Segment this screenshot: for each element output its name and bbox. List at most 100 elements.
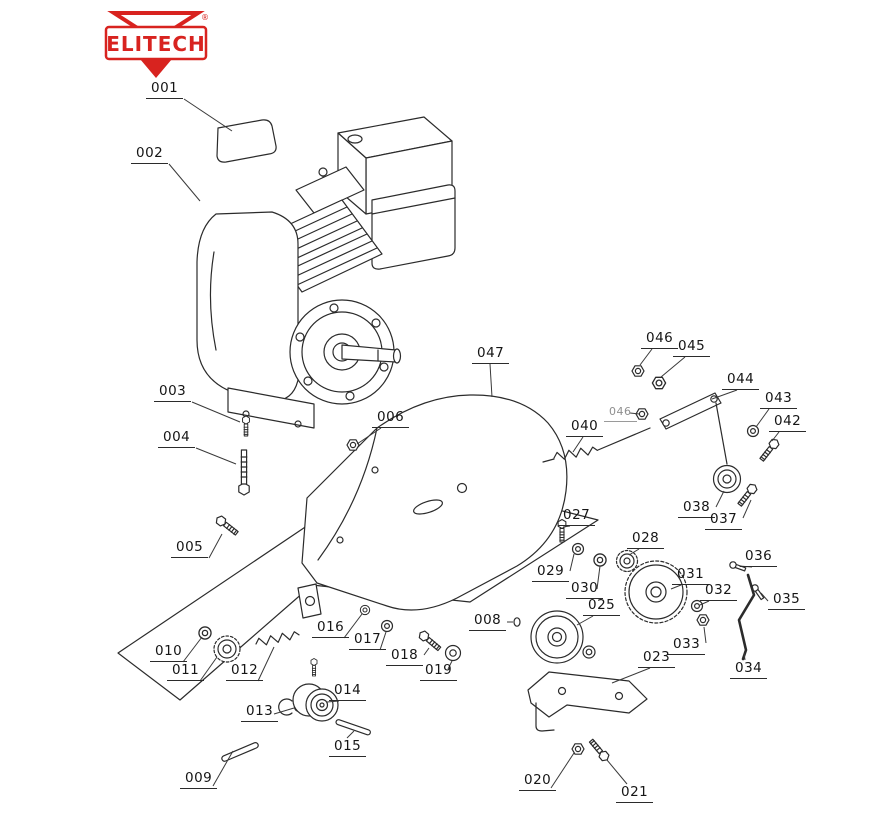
leader-line-042 xyxy=(771,431,780,442)
part-label-033: 033 xyxy=(668,636,706,655)
part-label-010: 010 xyxy=(150,643,188,662)
part-label-009: 009 xyxy=(180,770,218,789)
leader-line-035 xyxy=(760,592,769,602)
part-label-046: 046 xyxy=(604,403,637,422)
part-label-019: 019 xyxy=(420,662,458,681)
part-006-nut xyxy=(346,439,360,451)
part-label-002: 002 xyxy=(131,145,169,164)
fuel-cap-icon xyxy=(347,134,363,144)
part-017-washer xyxy=(380,619,394,633)
part-label-014: 014 xyxy=(329,682,367,701)
part-016-washer xyxy=(359,604,371,616)
part-label-021: 021 xyxy=(616,784,654,803)
part-044-arm xyxy=(659,392,728,465)
part-033-nut xyxy=(696,614,710,626)
leader-line-013 xyxy=(273,707,295,715)
part-032-washer xyxy=(690,599,704,613)
leader-line-032 xyxy=(699,600,710,606)
part-label-030: 030 xyxy=(566,580,604,599)
leader-line-047 xyxy=(489,363,493,398)
leader-line-028 xyxy=(628,548,640,556)
leader-line-001 xyxy=(183,98,233,132)
part-label-032: 032 xyxy=(700,582,738,601)
leader-line-019 xyxy=(447,660,453,670)
leader-line-040 xyxy=(572,436,584,453)
part-label-045: 045 xyxy=(673,338,711,357)
part-label-008: 008 xyxy=(469,612,507,631)
part-025-pulley xyxy=(530,610,596,664)
part-label-017: 017 xyxy=(349,631,387,650)
leader-line-044 xyxy=(711,389,738,400)
part-label-038: 038 xyxy=(678,499,716,518)
logo-text: ELITECH xyxy=(106,32,206,56)
part-023-bracket xyxy=(527,671,648,732)
part-label-042: 042 xyxy=(769,413,807,432)
part-028-gear xyxy=(615,549,639,573)
leader-line-046 xyxy=(639,348,653,366)
leader-lines xyxy=(168,98,780,789)
part-019-roller xyxy=(444,644,462,662)
part-004-bolt xyxy=(238,449,250,496)
leader-line-027 xyxy=(562,525,571,528)
leader-line-029 xyxy=(569,553,575,572)
part-label-036: 036 xyxy=(740,548,778,567)
leader-line-016 xyxy=(343,613,363,639)
part-043-washer xyxy=(746,424,760,438)
part-label-005: 005 xyxy=(171,539,209,558)
part-label-034: 034 xyxy=(730,660,768,679)
part-label-025: 025 xyxy=(583,597,621,616)
leader-line-011 xyxy=(199,656,218,682)
part-label-012: 012 xyxy=(226,662,264,681)
leader-line-003 xyxy=(191,401,241,423)
leader-line-005 xyxy=(208,533,223,559)
leader-line-017 xyxy=(379,631,387,651)
part-045-nut xyxy=(651,376,667,390)
part-003-bolt xyxy=(242,415,250,437)
part-014-pulley xyxy=(292,683,339,722)
part-042-bolt xyxy=(757,436,782,464)
part-008-key xyxy=(513,617,521,627)
leader-line-010 xyxy=(182,636,203,663)
part-label-037: 037 xyxy=(705,511,743,530)
leader-line-004 xyxy=(195,447,237,465)
leader-line-045 xyxy=(660,356,686,378)
leader-line-033 xyxy=(703,626,707,644)
leader-line-030 xyxy=(596,565,601,590)
leader-line-006 xyxy=(356,427,382,445)
part-label-043: 043 xyxy=(760,390,798,409)
part-label-004: 004 xyxy=(158,429,196,448)
part-034-lever xyxy=(737,573,756,661)
logo-registered-mark: ® xyxy=(201,13,209,22)
leader-line-025 xyxy=(576,615,594,626)
part-label-028: 028 xyxy=(627,530,665,549)
part-label-029: 029 xyxy=(532,563,570,582)
part-020-nut xyxy=(571,743,585,755)
leader-line-012 xyxy=(257,646,275,682)
part-031-sprocket xyxy=(624,560,688,624)
part-label-018: 018 xyxy=(386,647,424,666)
leader-line-002 xyxy=(168,163,201,202)
leader-line-018 xyxy=(423,647,430,656)
part-002-engine xyxy=(196,116,456,429)
leader-line-038 xyxy=(715,490,725,508)
leader-line-009 xyxy=(212,750,234,787)
part-label-047: 047 xyxy=(472,345,510,364)
part-label-031: 031 xyxy=(672,566,710,585)
part-label-001: 001 xyxy=(146,80,184,99)
part-label-040: 040 xyxy=(566,418,604,437)
part-015-pin xyxy=(335,719,371,736)
part-011-gear xyxy=(213,635,241,663)
part-012-spring xyxy=(254,629,301,648)
part-label-020: 020 xyxy=(519,772,557,791)
leader-line-043 xyxy=(755,408,770,428)
part-038-idler-pulley xyxy=(712,464,742,494)
part-010-washer xyxy=(198,626,212,640)
leader-line-015 xyxy=(346,730,355,739)
part-040-spring xyxy=(542,427,651,463)
part-label-003: 003 xyxy=(154,383,192,402)
logo-triangle-bottom-icon xyxy=(140,59,172,78)
part-label-027: 027 xyxy=(558,507,596,526)
part-021-bolt xyxy=(587,737,612,764)
